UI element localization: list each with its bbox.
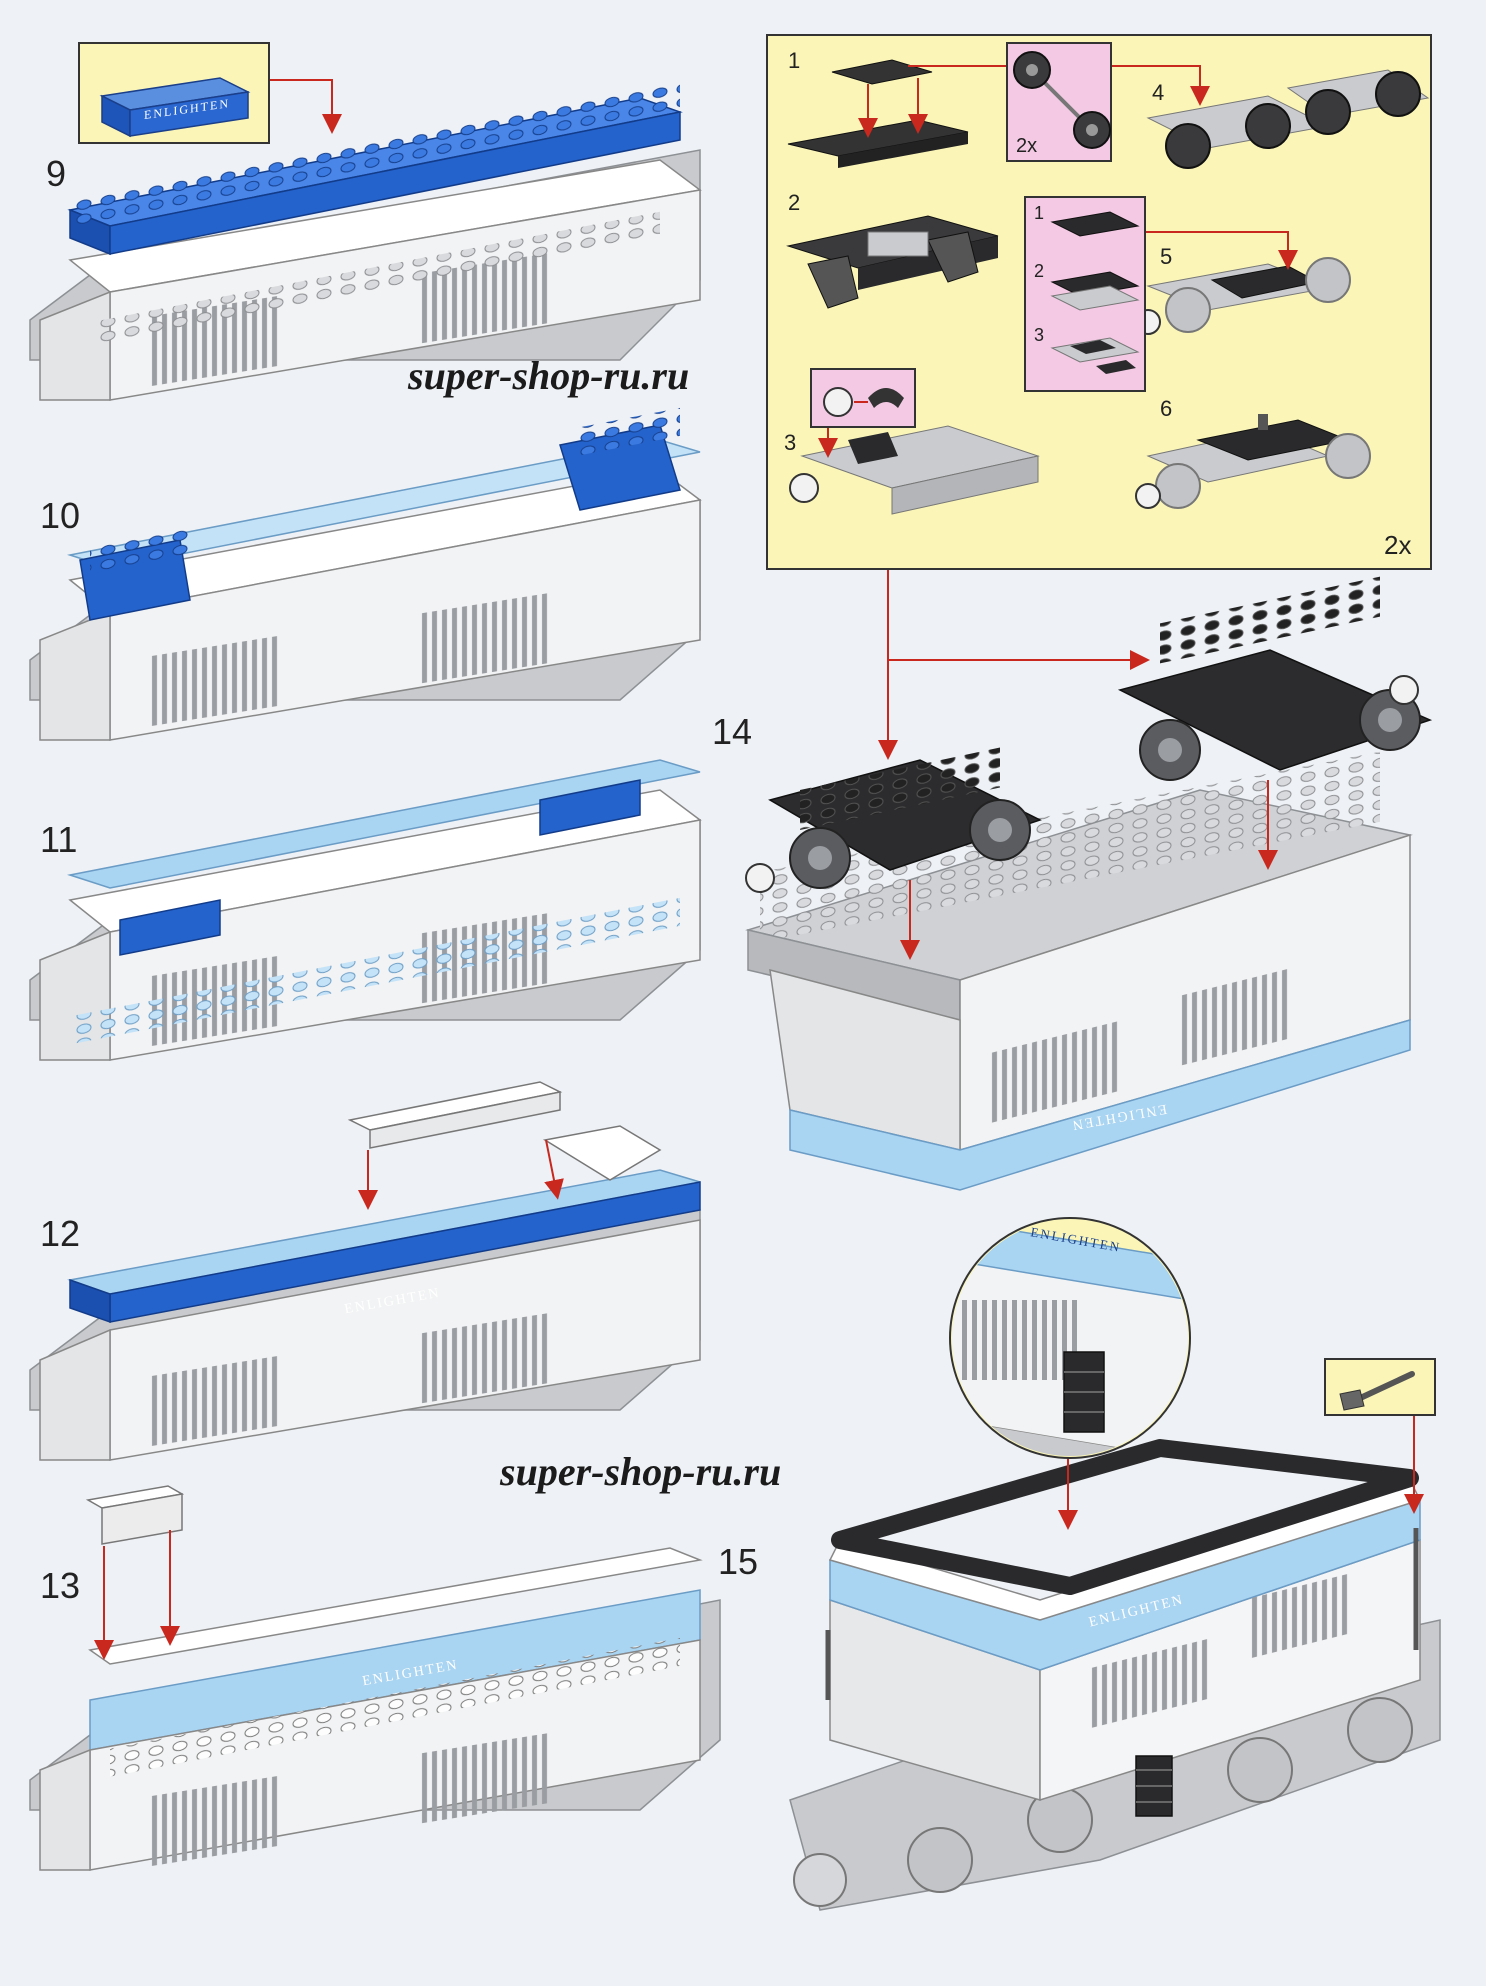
bogie-substep-3: 3 xyxy=(784,430,797,455)
step-number-15: 15 xyxy=(718,1541,759,1582)
step12-arrow-right xyxy=(544,1139,564,1200)
step-number-12: 12 xyxy=(40,1213,81,1254)
wheelset-multiplier: 2x xyxy=(1016,135,1038,157)
plate-substep-2: 2 xyxy=(1034,261,1045,281)
bogie-left xyxy=(745,747,1042,893)
step14-model xyxy=(745,576,1433,1191)
bogie-substep-1: 1 xyxy=(788,48,801,73)
bogie-substep-6: 6 xyxy=(1160,396,1173,421)
step-number-11: 11 xyxy=(40,819,78,860)
plate-stack-drawings xyxy=(1050,211,1140,374)
bogie-substep-2: 2 xyxy=(788,190,801,215)
step-number-13: 13 xyxy=(40,1565,81,1606)
step9-arrow xyxy=(270,79,342,134)
bogie-assembly-box: 1 2 3 4 5 6 2x xyxy=(766,34,1432,570)
coupler-icon xyxy=(823,387,904,417)
bogie-box-multiplier: 2x xyxy=(1384,530,1412,560)
ladder-icon xyxy=(1135,1755,1173,1817)
plate-substep-1: 1 xyxy=(1034,203,1045,223)
plate-substep-3: 3 xyxy=(1034,325,1045,345)
step9-part-callout: ENLIGHTEN xyxy=(78,42,270,144)
step-number-14: 14 xyxy=(712,711,753,752)
watermark-bottom: super-shop-ru.ru xyxy=(500,1449,782,1494)
step-number-10: 10 xyxy=(40,495,81,536)
step11-model xyxy=(29,759,702,1061)
bogie-substep-4: 4 xyxy=(1152,80,1165,105)
bogie-right xyxy=(1117,576,1433,781)
wheelset-icon xyxy=(1013,51,1111,149)
step12-model xyxy=(29,1081,701,1461)
step15-model xyxy=(789,1439,1441,1911)
plate-stack-callout: 1 2 3 xyxy=(1024,196,1146,392)
step10-model xyxy=(29,407,702,741)
bogie-substep-5: 5 xyxy=(1160,244,1173,269)
handle-icon xyxy=(1339,1371,1415,1411)
step13-model xyxy=(29,1485,721,1871)
enlighten-brick-icon xyxy=(99,77,251,138)
step-number-9: 9 xyxy=(46,153,67,194)
step9-model xyxy=(29,81,702,401)
wheelset-callout: 2x xyxy=(1006,42,1112,162)
step15-handle-callout xyxy=(1324,1358,1436,1416)
bogie-box-drawings xyxy=(786,59,1430,515)
coupler-callout xyxy=(810,368,916,428)
step15-zoom-detail xyxy=(949,1217,1191,1459)
